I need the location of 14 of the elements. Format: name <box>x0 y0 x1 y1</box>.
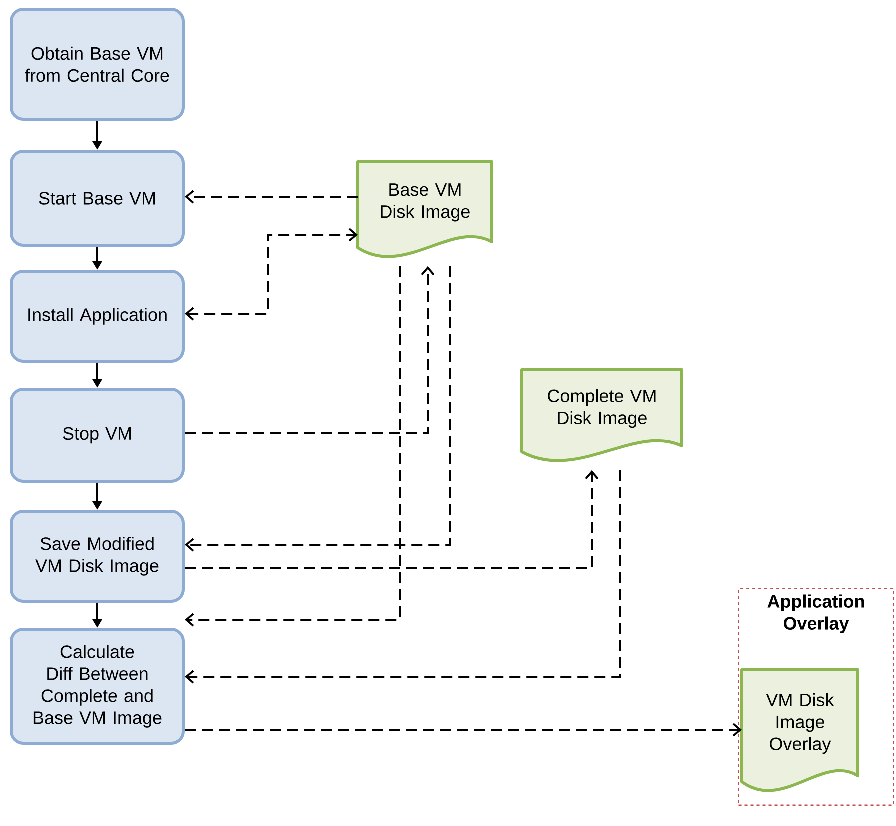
process-box: Obtain Base VM from Central Core <box>10 8 185 121</box>
process-box: Save Modified VM Disk Image <box>10 510 185 603</box>
arrow <box>185 266 435 434</box>
arrow <box>185 470 621 684</box>
process-box: Stop VM <box>10 388 185 483</box>
arrow <box>185 723 742 737</box>
arrow <box>185 470 599 569</box>
arrow <box>185 266 401 627</box>
arrow <box>185 228 358 321</box>
process-box: Calculate Diff Between Complete and Base VM Image <box>10 628 185 745</box>
arrow <box>185 266 451 552</box>
process-box: Install Application <box>10 270 185 363</box>
arrow <box>185 190 358 204</box>
process-box: Start Base VM <box>10 150 185 247</box>
